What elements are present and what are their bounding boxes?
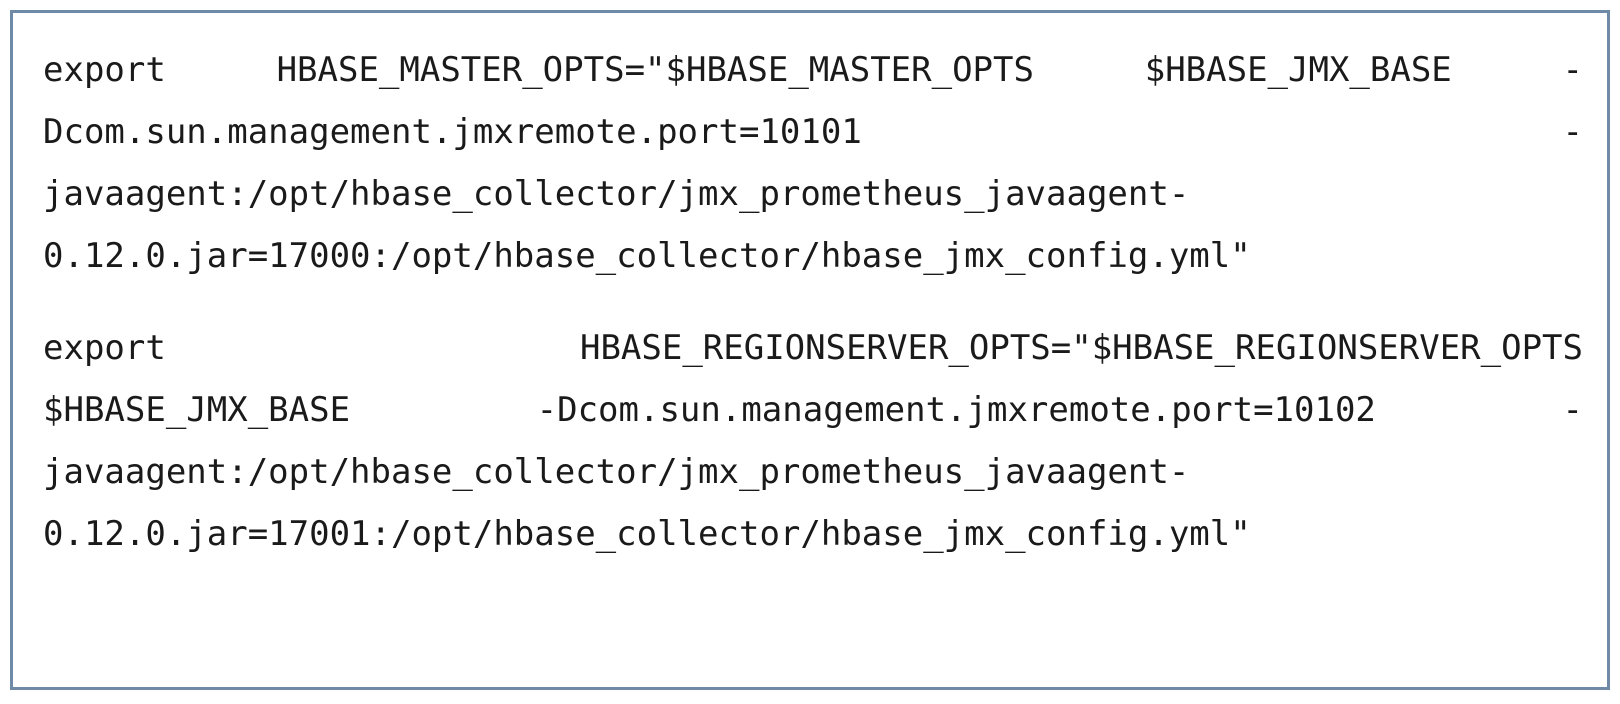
code-line: export HBASE_REGIONSERVER_OPTS="$HBASE_R…	[43, 317, 1583, 379]
code-token: Dcom.sun.management.jmxremote.port=10101	[43, 112, 862, 152]
code-token: HBASE_REGIONSERVER_OPTS="$HBASE_REGIONSE…	[579, 328, 1583, 368]
code-line: $HBASE_JMX_BASE -Dcom.sun.management.jmx…	[43, 379, 1583, 441]
code-token: export	[43, 50, 166, 90]
code-line: javaagent:/opt/hbase_collector/jmx_prome…	[43, 163, 1583, 225]
code-token: HBASE_MASTER_OPTS="$HBASE_MASTER_OPTS	[276, 50, 1034, 90]
code-line: 0.12.0.jar=17000:/opt/hbase_collector/hb…	[43, 225, 1583, 287]
code-token: $HBASE_JMX_BASE	[1144, 50, 1452, 90]
code-line: 0.12.0.jar=17001:/opt/hbase_collector/hb…	[43, 503, 1583, 565]
code-token: javaagent:/opt/hbase_collector/jmx_prome…	[43, 452, 1190, 492]
code-snippet-box: export HBASE_MASTER_OPTS="$HBASE_MASTER_…	[10, 10, 1610, 690]
code-token: 0.12.0.jar=17000:/opt/hbase_collector/hb…	[43, 236, 1251, 276]
code-line: export HBASE_MASTER_OPTS="$HBASE_MASTER_…	[43, 39, 1583, 101]
code-line: Dcom.sun.management.jmxremote.port=10101…	[43, 101, 1583, 163]
code-token: -	[1562, 50, 1583, 90]
hbase-master-opts-command: export HBASE_MASTER_OPTS="$HBASE_MASTER_…	[43, 39, 1583, 287]
hbase-regionserver-opts-command: export HBASE_REGIONSERVER_OPTS="$HBASE_R…	[43, 317, 1583, 565]
code-token: -Dcom.sun.management.jmxremote.port=1010…	[536, 390, 1376, 430]
code-token: -	[1562, 112, 1583, 152]
code-line: javaagent:/opt/hbase_collector/jmx_prome…	[43, 441, 1583, 503]
code-token: export	[43, 328, 166, 368]
code-token: -	[1562, 390, 1583, 430]
code-token: javaagent:/opt/hbase_collector/jmx_prome…	[43, 174, 1190, 214]
code-token: $HBASE_JMX_BASE	[43, 390, 351, 430]
code-token: 0.12.0.jar=17001:/opt/hbase_collector/hb…	[43, 514, 1251, 554]
